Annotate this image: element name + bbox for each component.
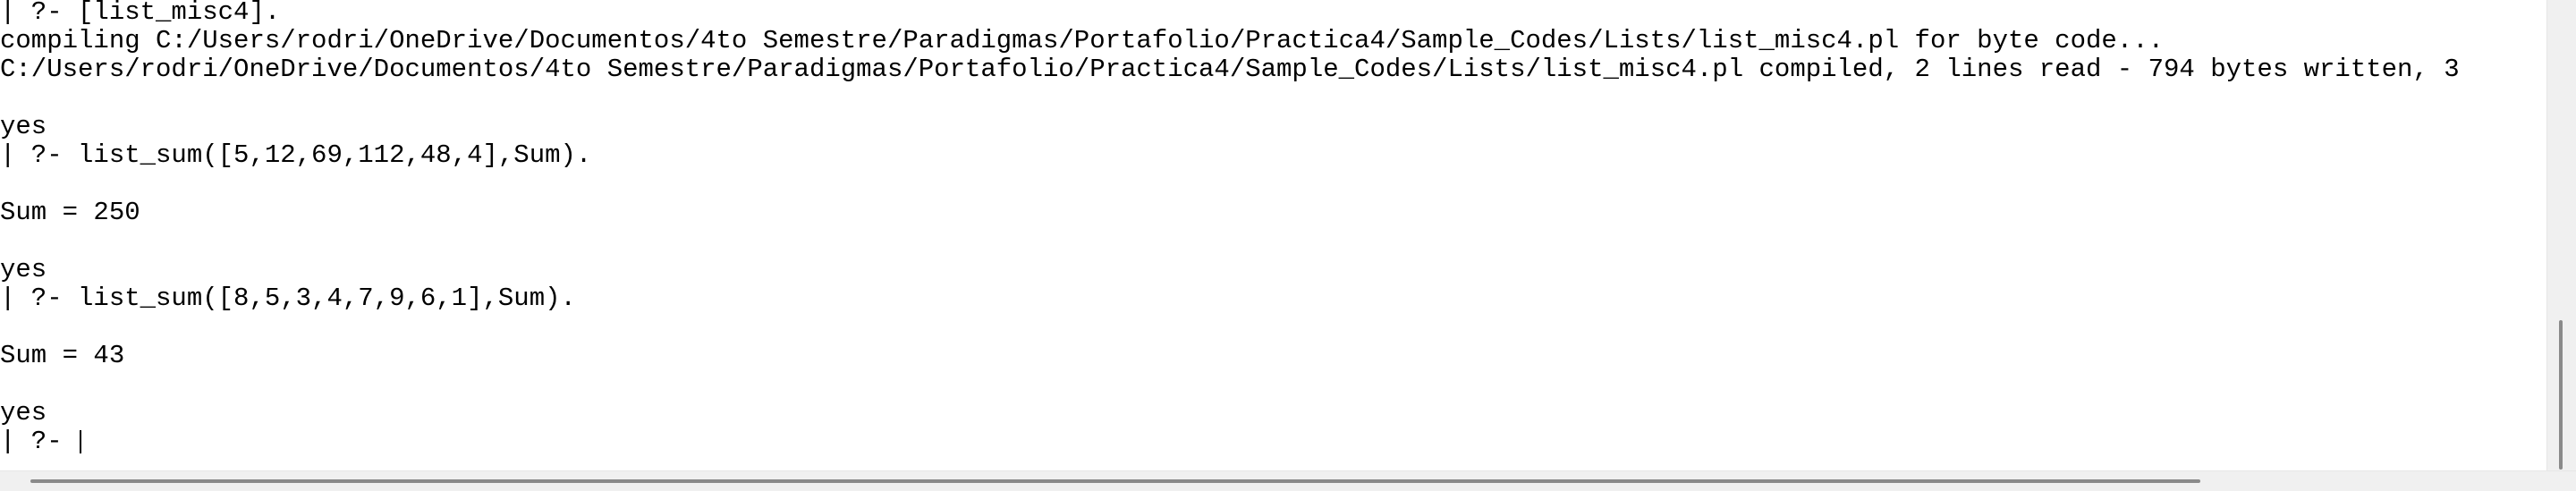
console-line: | ?- list_sum([5,12,69,112,48,4],Sum). <box>0 140 592 170</box>
console-line: compiling C:/Users/rodri/OneDrive/Docume… <box>0 26 2164 55</box>
console-line: | ?- [list_misc4]. <box>0 0 281 27</box>
console-line: yes <box>0 112 47 141</box>
console-line <box>0 170 2547 199</box>
console-output[interactable]: | ?- [list_misc4]. compiling C:/Users/ro… <box>0 0 2547 470</box>
console-line: | ?- list_sum([8,5,3,4,7,9,6,1],Sum). <box>0 284 576 313</box>
console-line: Sum = 250 <box>0 198 140 227</box>
text-cursor <box>80 430 82 453</box>
console-line: yes <box>0 398 47 428</box>
prompt: | ?- <box>0 427 79 456</box>
console-line <box>0 227 2547 256</box>
horizontal-scrollbar[interactable] <box>0 470 2576 491</box>
horizontal-scrollbar-thumb[interactable] <box>30 479 2200 483</box>
vertical-scrollbar[interactable] <box>2546 0 2576 471</box>
input-prompt-line[interactable]: | ?- <box>0 428 2547 456</box>
console-line <box>0 370 2547 399</box>
console-line: C:/Users/rodri/OneDrive/Documentos/4to S… <box>0 55 2460 84</box>
console-line: Sum = 43 <box>0 341 125 370</box>
console-line <box>0 313 2547 342</box>
console-line: yes <box>0 255 47 284</box>
console-line <box>0 84 2547 113</box>
vertical-scrollbar-thumb[interactable] <box>2559 320 2563 470</box>
